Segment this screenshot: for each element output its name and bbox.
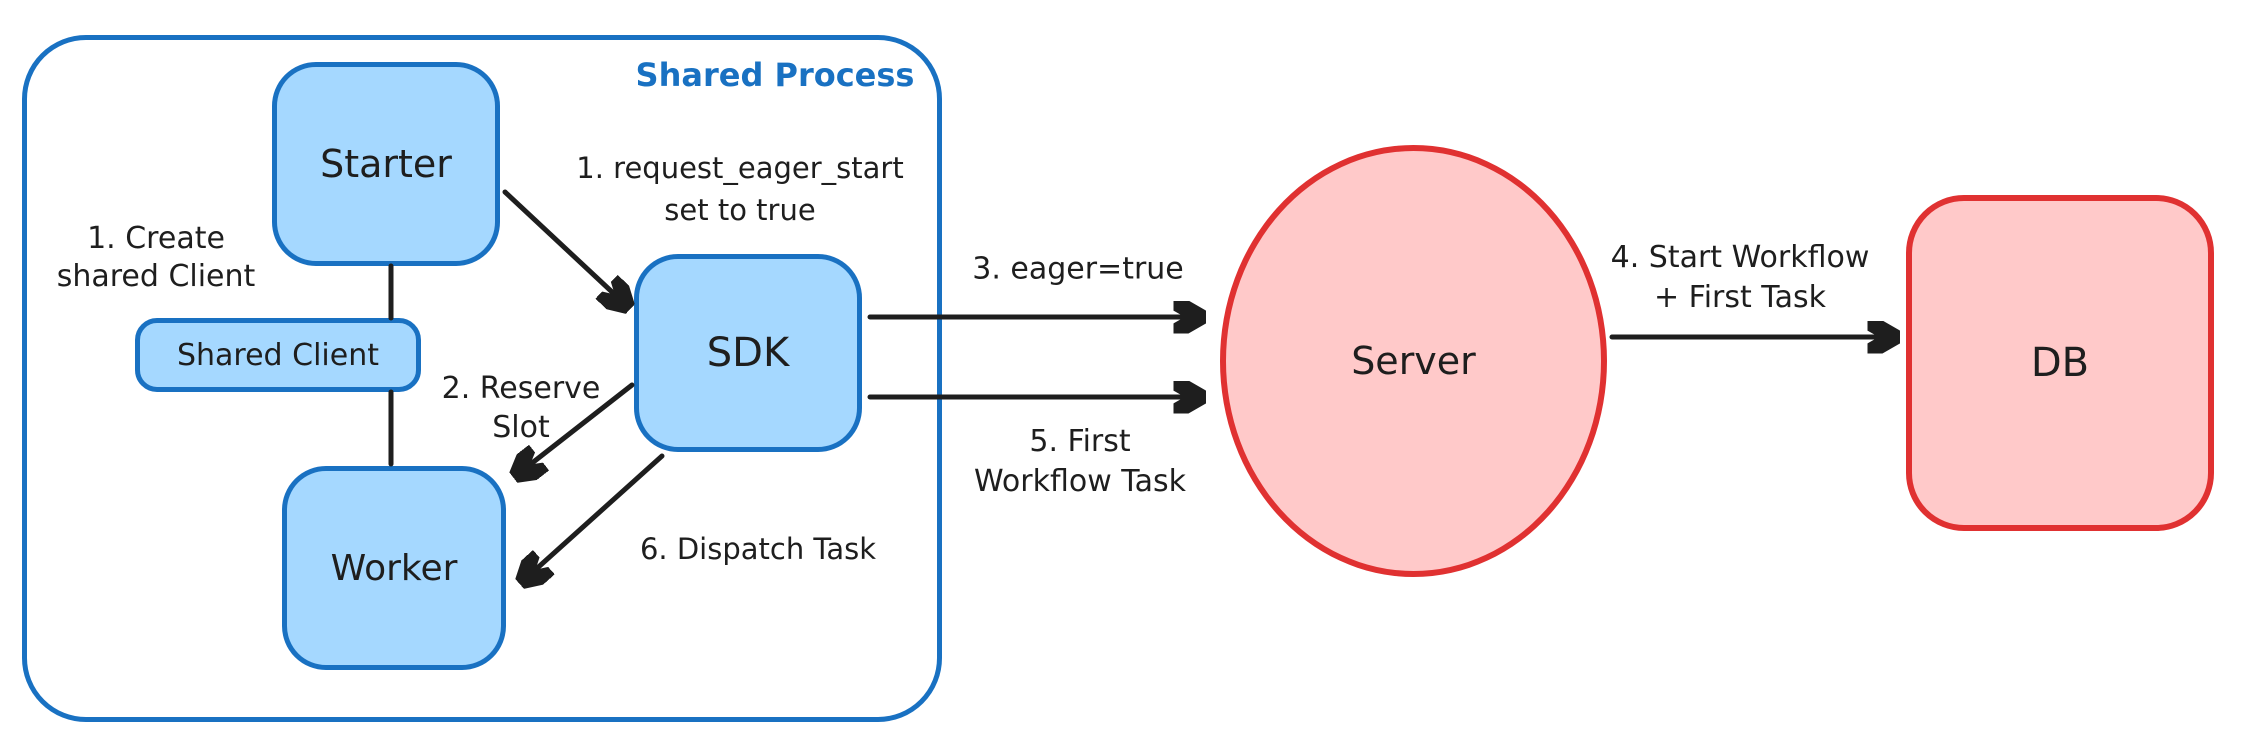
annotation-request-line1: 1. request_eager_start [576, 151, 904, 185]
annotation-first-line2: Workflow Task [973, 464, 1187, 499]
annotation-eager-true: 3. eager=true [972, 251, 1184, 287]
node-starter: Starter [272, 62, 500, 266]
annotation-reserve-slot: 2. Reserve Slot [442, 369, 601, 447]
annotation-dispatch-task: 6. Dispatch Task [639, 532, 877, 566]
sdk-label: SDK [706, 330, 790, 376]
node-server: Server [1220, 145, 1607, 577]
node-shared-client: Shared Client [135, 318, 421, 392]
node-db: DB [1906, 195, 2214, 531]
annotation-start-line1: 4. Start Workflow [1610, 240, 1870, 275]
annotation-reserve-line2: Slot [492, 410, 550, 445]
annotation-create-line1: 1. Create [87, 221, 225, 256]
node-worker: Worker [282, 466, 506, 670]
annotation-request-eager-start: 1. request_eager_start set to true [576, 147, 903, 231]
db-label: DB [2030, 340, 2090, 386]
annotation-request-line2: set to true [664, 193, 816, 227]
shared-client-label: Shared Client [176, 337, 379, 373]
worker-label: Worker [330, 547, 458, 589]
annotation-create-shared-client: 1. Create shared Client [57, 220, 256, 296]
annotation-first-line1: 5. First [1029, 424, 1131, 459]
starter-label: Starter [320, 142, 452, 186]
node-sdk: SDK [634, 254, 862, 452]
server-label: Server [1351, 339, 1476, 383]
annotation-create-line2: shared Client [56, 259, 256, 294]
annotation-first-workflow-task: 5. First Workflow Task [974, 422, 1186, 502]
annotation-reserve-line1: 2. Reserve [441, 371, 601, 406]
annotation-start-line2: + First Task [1653, 280, 1827, 315]
shared-process-label: Shared Process [635, 56, 915, 94]
annotation-start-workflow: 4. Start Workflow + First Task [1611, 238, 1870, 318]
shared-process-box [22, 35, 942, 722]
